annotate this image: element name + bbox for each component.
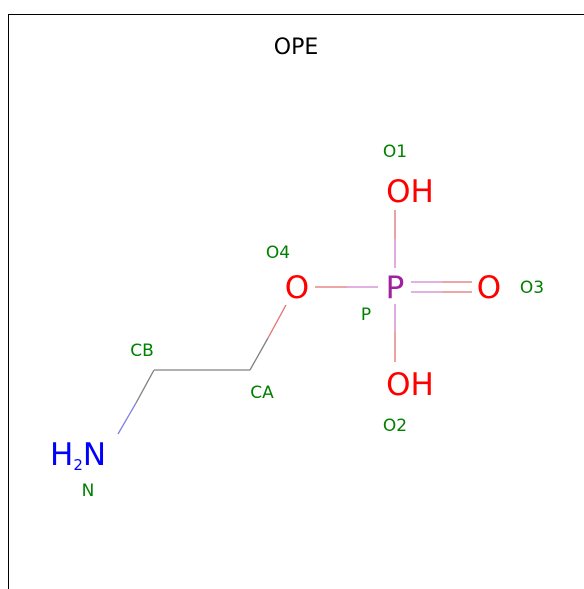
label-p: P	[361, 305, 371, 325]
atom-o3: O	[477, 270, 501, 306]
label-n: N	[82, 481, 95, 501]
bond-ca-o4	[267, 304, 287, 339]
atom-amine-sub: 2	[73, 456, 83, 474]
bonds	[117, 210, 472, 435]
bond-ca-o4-carbon-half	[249, 337, 269, 371]
atoms: H2N N CB CA O O4 P P OH O1 OH O2 O O3	[50, 142, 544, 501]
label-o1: O1	[383, 142, 407, 162]
bond-n-cb-carbon-half	[135, 369, 155, 404]
atom-amine-h: H	[50, 437, 73, 473]
label-ca: CA	[250, 383, 274, 403]
label-o2: O2	[383, 416, 407, 436]
atom-o2: OH	[386, 367, 434, 403]
label-o3: O3	[520, 278, 544, 298]
label-o4: O4	[266, 243, 290, 263]
atom-amine-n: N	[83, 437, 106, 473]
atom-amine: H2N	[50, 437, 106, 474]
atom-o4: O	[285, 270, 309, 306]
atom-p: P	[386, 270, 405, 306]
label-cb: CB	[130, 341, 154, 361]
diagram-frame	[8, 14, 584, 589]
molecule-title: OPE	[274, 35, 318, 60]
atom-o1: OH	[386, 174, 434, 210]
bond-n-cb	[117, 402, 137, 435]
